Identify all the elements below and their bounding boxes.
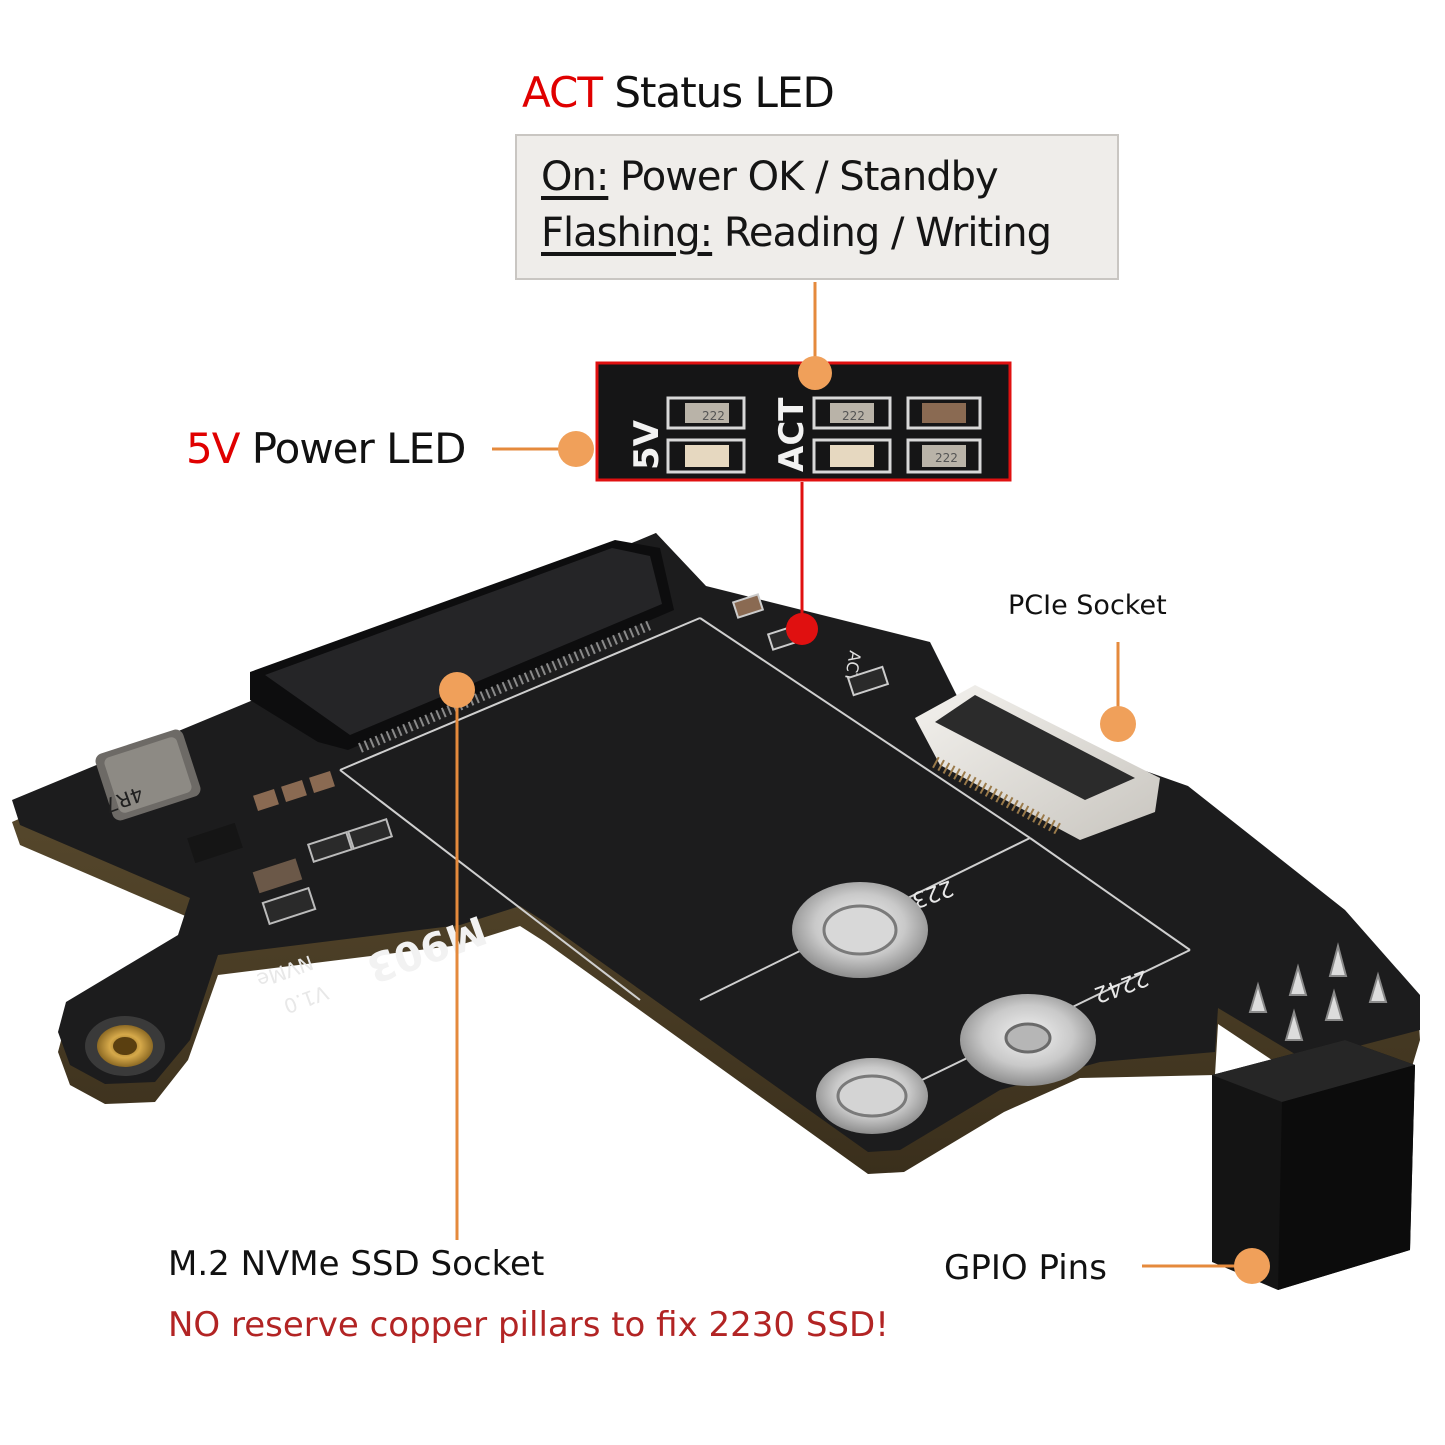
- m2-connector: [250, 540, 674, 753]
- act-legend-flashing-row: Flashing: Reading / Writing: [541, 210, 1052, 256]
- pcie-socket-label: PCIe Socket: [1008, 590, 1167, 621]
- act-callout-dot: [798, 356, 832, 390]
- gpio-callout-dot: [1234, 1248, 1270, 1284]
- m2-callout-dot: [439, 672, 475, 708]
- pcie-fpc-socket: [915, 685, 1160, 840]
- led-zoom-inset: 5V ACT 222 222 222: [595, 361, 1012, 482]
- gpio-pins-label: GPIO Pins: [944, 1248, 1107, 1288]
- act-legend-on-key: On:: [541, 154, 609, 200]
- silk-act: ACT: [772, 397, 812, 472]
- act-legend-on-value: Power OK / Standby: [608, 154, 999, 200]
- copper-pillar-warning: NO reserve copper pillars to fix 2230 SS…: [168, 1305, 889, 1345]
- power-led-callout-dot: [558, 431, 594, 467]
- m2-socket-label: M.2 NVMe SSD Socket: [168, 1244, 545, 1284]
- standoff-2242: [960, 994, 1096, 1086]
- power-led-title: 5V Power LED: [186, 424, 467, 473]
- power-led-title-rest: Power LED: [239, 424, 467, 473]
- act-legend-on-row: On: Power OK / Standby: [541, 154, 999, 200]
- inductor-4r7: 4R7: [95, 729, 201, 821]
- resistor-code-2: 222: [842, 409, 865, 423]
- act-status-led-title: ACT Status LED: [522, 68, 835, 117]
- resistor-code-3: 222: [935, 451, 958, 465]
- act-title-rest: Status LED: [601, 68, 834, 117]
- standoff-2280: [816, 1058, 928, 1134]
- power-led-highlight: 5V: [186, 424, 240, 473]
- silk-5v: 5V: [627, 419, 667, 470]
- brass-mount-hole: [85, 1016, 165, 1076]
- smd-components: [187, 593, 890, 926]
- resistor-code-1: 222: [702, 409, 725, 423]
- act-board-dot: [786, 613, 818, 645]
- act-status-legend-box: On: Power OK / Standby Flashing: Reading…: [515, 134, 1119, 280]
- gpio-header: [1212, 942, 1415, 1290]
- act-legend-flashing-value: Reading / Writing: [712, 210, 1052, 256]
- standoff-2230: [792, 882, 928, 978]
- pcie-callout-dot: [1100, 706, 1136, 742]
- silk-version: V1.0: [281, 980, 332, 1018]
- act-legend-flashing-key: Flashing:: [541, 210, 713, 256]
- act-highlight: ACT: [522, 68, 603, 117]
- callouts: [439, 282, 1270, 1284]
